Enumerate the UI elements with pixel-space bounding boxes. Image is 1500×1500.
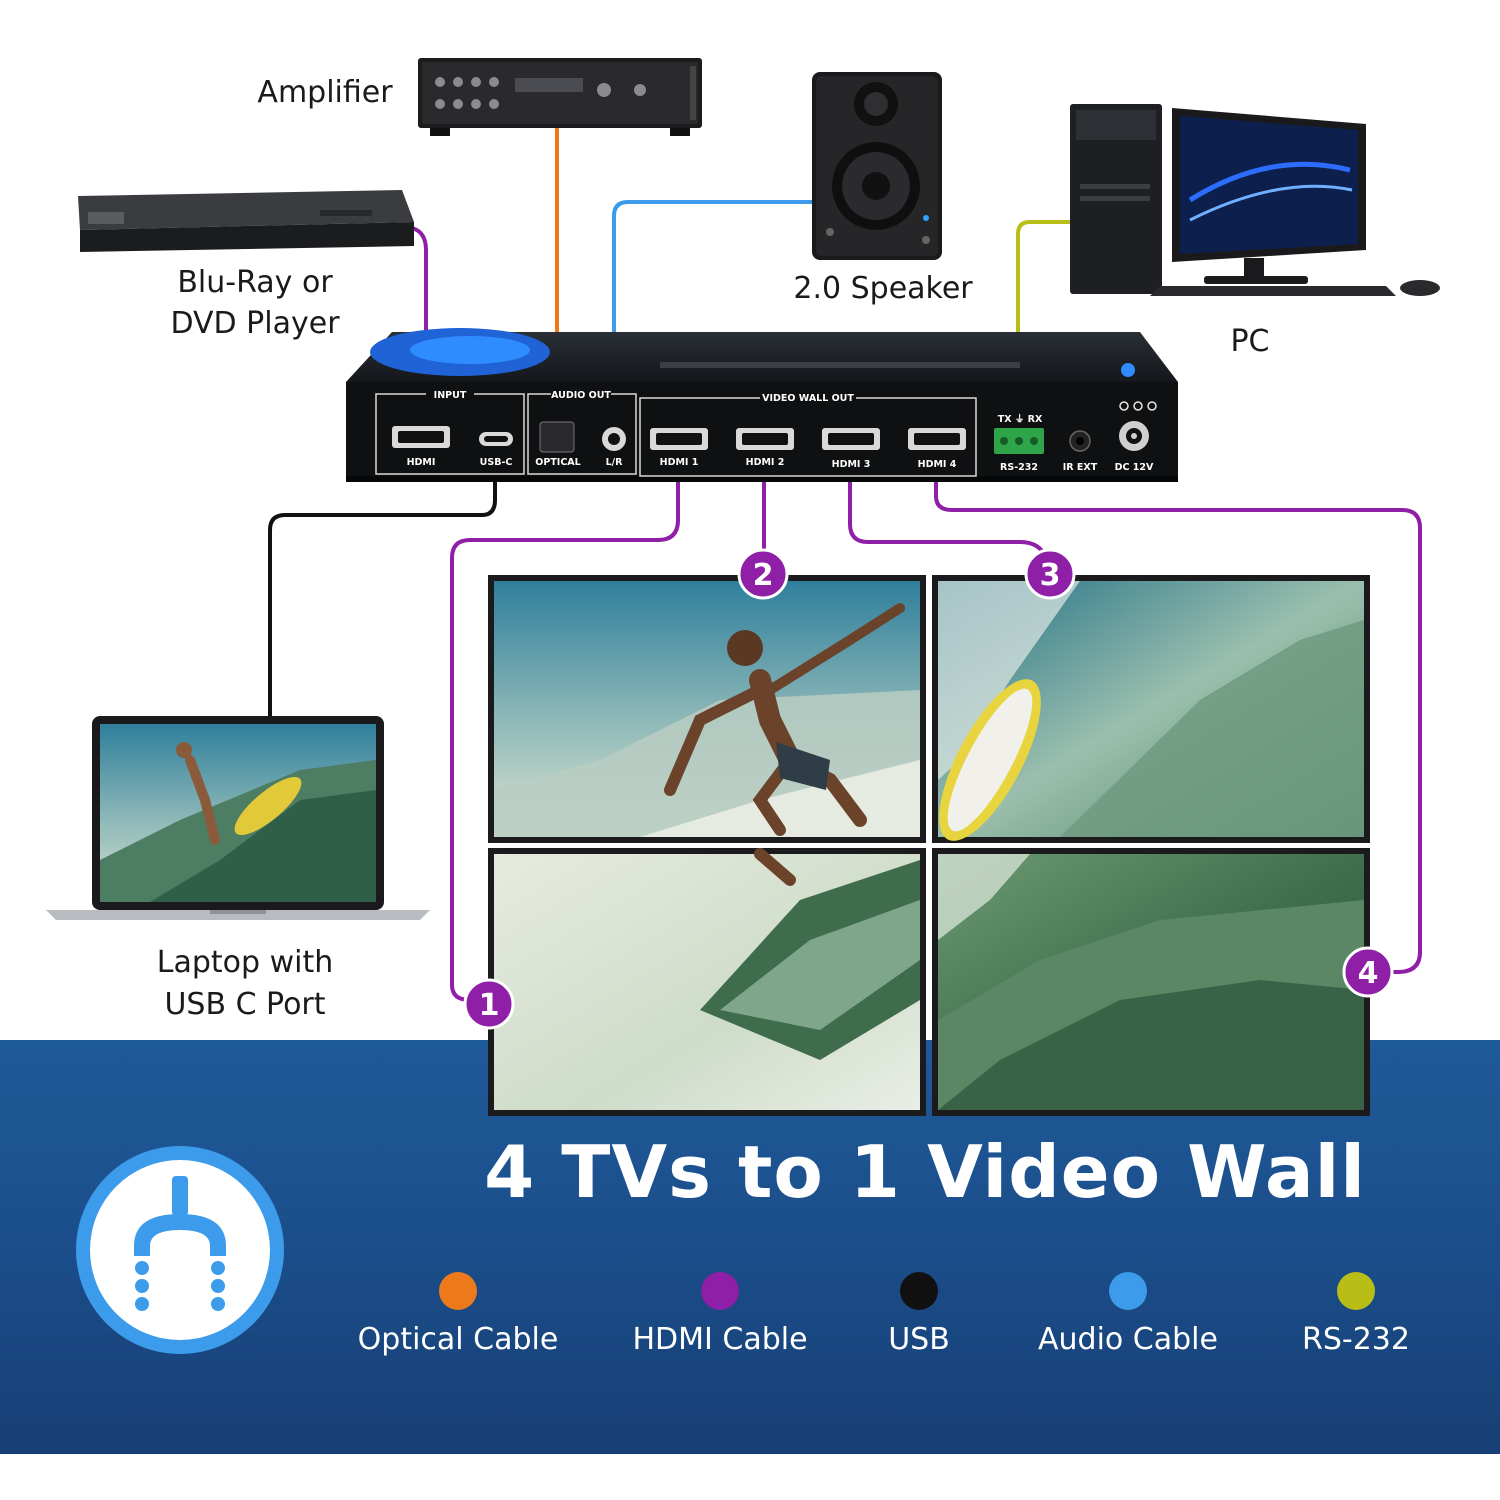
pc-label: PC — [1230, 324, 1270, 359]
port-hdmi4-label: HDMI 4 — [918, 459, 957, 470]
tv-screen-top-right — [932, 575, 1370, 843]
pc-device — [1070, 104, 1440, 296]
port-hdmi3-label: HDMI 3 — [832, 459, 871, 470]
section-audio-out-label: AUDIO OUT — [551, 390, 611, 401]
hdmi-input-cable — [411, 226, 428, 400]
bluray-label-line1: Blu-Ray or — [177, 265, 333, 300]
video-wall — [488, 575, 1370, 1116]
headline: 4 TVs to 1 Video Wall — [484, 1130, 1366, 1214]
hdmi-out-1-cable — [450, 482, 680, 1002]
badge-3: 3 — [1040, 558, 1061, 593]
legend-item-usb: USB — [789, 1272, 1049, 1357]
tv-screen-bottom-right — [932, 848, 1370, 1116]
badge-1: 1 — [479, 988, 500, 1023]
amplifier-device — [418, 58, 702, 136]
legend-item-audio: Audio Cable — [998, 1272, 1258, 1357]
port-hdmi2-label: HDMI 2 — [746, 457, 785, 468]
legend-item-hdmi: HDMI Cable — [590, 1272, 850, 1357]
legend-dot-optical — [439, 1272, 477, 1310]
speaker-label: 2.0 Speaker — [793, 271, 973, 306]
output-badges: 1 2 3 4 — [463, 548, 1394, 1030]
legend-label-optical: Optical Cable — [357, 1322, 559, 1357]
port-rs232-label: RS-232 — [1000, 462, 1038, 473]
laptop-label-line2: USB C Port — [164, 987, 326, 1022]
audio-cable — [612, 200, 812, 400]
section-input-label: INPUT — [434, 390, 467, 401]
section-video-wall-out-label: VIDEO WALL OUT — [762, 393, 854, 404]
usb-cable — [268, 478, 497, 718]
splitter-icon — [76, 1146, 284, 1354]
tv-screen-top-left — [488, 575, 926, 843]
video-wall-controller: INPUT AUDIO OUT VIDEO WALL OUT HDMI USB-… — [346, 328, 1178, 482]
port-dc-label: DC 12V — [1115, 462, 1154, 473]
bluray-label-line2: DVD Player — [170, 306, 340, 341]
cables — [268, 128, 1422, 1002]
legend-label-rs232: RS-232 — [1302, 1322, 1410, 1357]
port-usbc-label: USB-C — [480, 457, 513, 468]
port-optical-label: OPTICAL — [535, 457, 580, 468]
laptop-label-line1: Laptop with — [156, 945, 334, 980]
badge-4: 4 — [1358, 956, 1379, 991]
laptop-device — [46, 716, 430, 920]
port-hdmi-in-label: HDMI — [407, 457, 436, 468]
bottom-margin — [0, 1454, 1500, 1500]
legend-dot-hdmi — [701, 1272, 739, 1310]
speaker-device — [812, 72, 942, 260]
legend-item-rs232: RS-232 — [1226, 1272, 1486, 1357]
port-txrx-label: TX ⏚ RX — [998, 414, 1043, 425]
legend-dot-audio — [1109, 1272, 1147, 1310]
port-irext-label: IR EXT — [1063, 462, 1098, 473]
port-hdmi1-label: HDMI 1 — [660, 457, 699, 468]
amplifier-label: Amplifier — [257, 75, 393, 110]
legend-label-usb: USB — [888, 1322, 950, 1357]
bluray-device — [78, 190, 414, 252]
legend-label-hdmi: HDMI Cable — [632, 1322, 808, 1357]
hdmi-out-3-cable — [848, 482, 1048, 559]
legend-dot-usb — [900, 1272, 938, 1310]
legend-label-audio: Audio Cable — [1038, 1322, 1218, 1357]
legend-item-optical: Optical Cable — [328, 1272, 588, 1357]
tv-screen-bottom-left — [488, 848, 926, 1116]
hdmi-out-4-cable — [934, 482, 1422, 974]
port-lr-label: L/R — [606, 457, 624, 468]
badge-2: 2 — [753, 558, 774, 593]
legend-dot-rs232 — [1337, 1272, 1375, 1310]
rs232-cable — [1016, 220, 1074, 392]
